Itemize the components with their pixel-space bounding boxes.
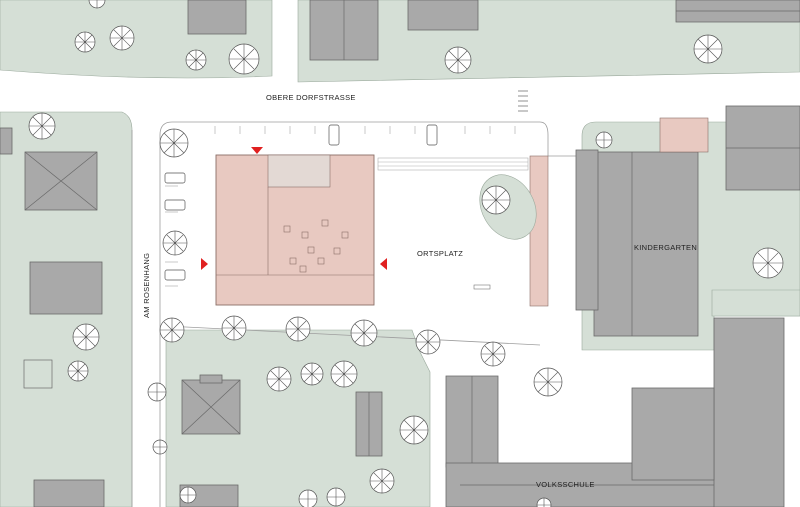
crosswalk	[518, 90, 528, 112]
tree-symbol-icon	[147, 382, 167, 402]
tree-symbol-icon	[179, 486, 197, 504]
kindergarten-label: KINDERGARTEN	[634, 243, 697, 252]
tree-symbol-icon	[298, 489, 318, 507]
building-kindergarten-annex	[575, 149, 599, 311]
tree-symbol-icon	[326, 487, 346, 507]
tree-symbol-icon	[350, 319, 378, 347]
new-community-building	[215, 154, 375, 306]
entrances	[201, 147, 387, 270]
bench	[473, 284, 491, 290]
trees	[28, 0, 784, 507]
entrance-triangle-icon	[380, 258, 387, 270]
tree-symbol-icon	[369, 468, 395, 494]
building-sw-top	[199, 374, 223, 384]
tree-symbol-icon	[481, 185, 511, 215]
building-east-tall	[713, 317, 785, 507]
building-n2	[407, 0, 479, 31]
street-label-west: AM ROSENHANG	[142, 253, 151, 318]
map-labels: OBERE DORFSTRASSE AM ROSENHANG ORTSPLATZ…	[142, 93, 697, 489]
tree-symbol-icon	[221, 315, 247, 341]
green-area-southwest	[165, 329, 431, 507]
tree-symbol-icon	[266, 366, 292, 392]
tree-symbol-icon	[28, 112, 56, 140]
shed-outline	[23, 359, 53, 389]
tree-symbol-icon	[536, 497, 552, 507]
building-w2	[29, 261, 103, 315]
tree-symbol-icon	[399, 415, 429, 445]
tree-symbol-icon	[533, 367, 563, 397]
parked-car-icon	[426, 124, 438, 146]
parked-cars	[164, 124, 438, 281]
building-kindergarten	[593, 151, 699, 337]
tree-symbol-icon	[185, 49, 207, 71]
entrance-triangle-icon	[201, 258, 208, 270]
tree-symbol-icon	[159, 317, 185, 343]
tree-symbol-icon	[752, 247, 784, 279]
tree-symbol-icon	[300, 362, 324, 386]
parked-car-icon	[164, 172, 186, 184]
building-nw	[187, 0, 247, 35]
tree-symbol-icon	[74, 31, 96, 53]
tree-symbol-icon	[152, 439, 168, 455]
entrance-triangle-icon	[251, 147, 263, 154]
parking-stalls-north	[214, 126, 516, 134]
square-edge-strip	[529, 155, 549, 307]
square-label: ORTSPLATZ	[417, 249, 463, 258]
parked-car-icon	[164, 269, 186, 281]
building-east-mid	[631, 387, 715, 481]
building-w0	[0, 127, 13, 155]
tree-symbol-icon	[159, 128, 189, 158]
green-area-southeast-yard	[711, 289, 800, 317]
school-label: VOLKSSCHULE	[536, 480, 595, 489]
tree-symbol-icon	[330, 360, 358, 388]
tree-symbol-icon	[67, 360, 89, 382]
street-label-north: OBERE DORFSTRASSE	[266, 93, 356, 102]
steps	[377, 157, 529, 171]
pavilion	[659, 117, 709, 153]
tree-symbol-icon	[72, 323, 100, 351]
tree-symbol-icon	[444, 46, 472, 74]
tree-symbol-icon	[480, 341, 506, 367]
parked-car-icon	[328, 124, 340, 146]
tree-symbol-icon	[228, 43, 260, 75]
building-w3	[33, 479, 105, 507]
parked-car-icon	[164, 199, 186, 211]
tree-symbol-icon	[285, 316, 311, 342]
tree-symbol-icon	[693, 34, 723, 64]
tree-symbol-icon	[415, 329, 441, 355]
tree-symbol-icon	[162, 230, 188, 256]
tree-symbol-icon	[595, 131, 613, 149]
tree-symbol-icon	[109, 25, 135, 51]
tree-symbol-icon	[88, 0, 106, 9]
